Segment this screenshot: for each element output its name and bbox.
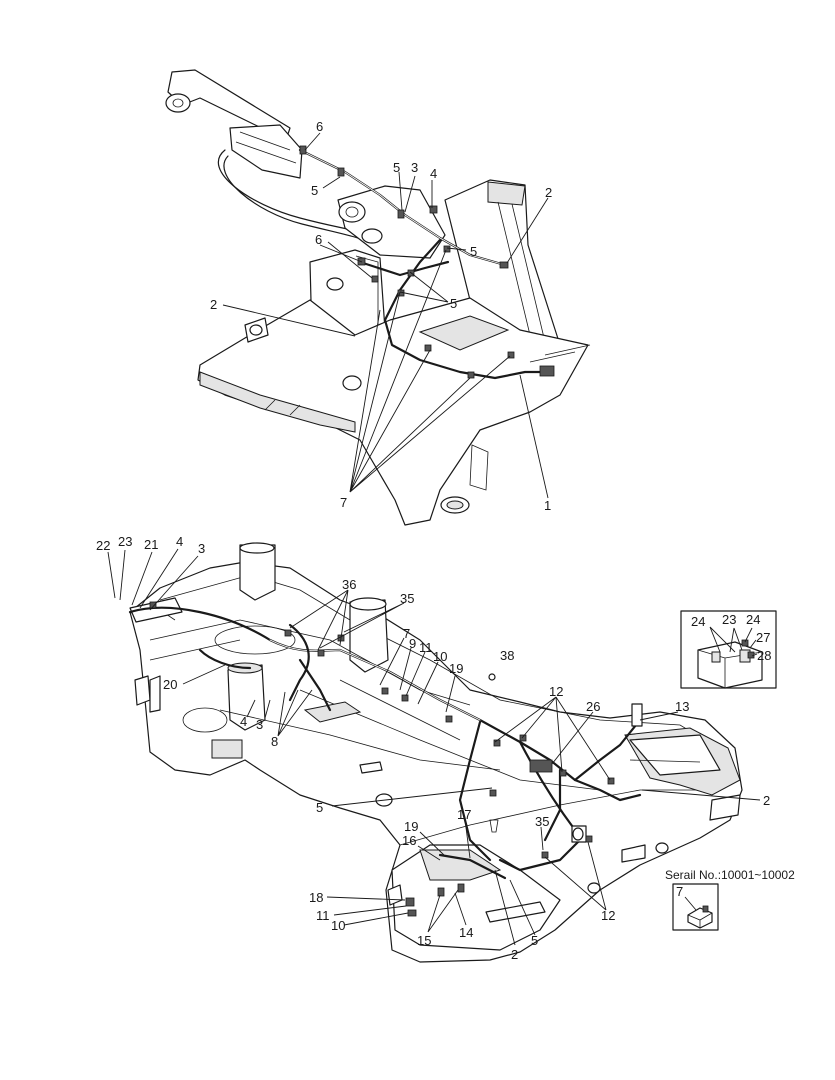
callout-15: 15 xyxy=(417,933,431,948)
lamp-13 xyxy=(631,703,643,727)
callout-18: 18 xyxy=(309,890,323,905)
detail-box-relay: 24 23 24 27 28 xyxy=(680,610,777,689)
boom-pin-eye xyxy=(165,93,191,113)
detail-box-serial: Serail No.:10001~10002 7 xyxy=(665,868,795,931)
swing-circle xyxy=(214,625,296,655)
post-center xyxy=(349,599,389,673)
callout-19a: 19 xyxy=(449,661,463,676)
callout-26: 26 xyxy=(586,699,600,714)
clip-part xyxy=(687,907,713,929)
connector-1 xyxy=(539,365,555,377)
callout-2b: 2 xyxy=(210,297,217,312)
callout-35b: 35 xyxy=(535,814,549,829)
detail-label-7: 7 xyxy=(676,884,683,899)
boom-arm xyxy=(167,69,291,141)
callout-1: 1 xyxy=(544,498,551,513)
callout-4b: 4 xyxy=(240,714,247,729)
callout-5e: 5 xyxy=(316,800,323,815)
callout-2c: 2 xyxy=(763,793,770,808)
callout-14: 14 xyxy=(459,925,473,940)
callout-4a: 4 xyxy=(430,166,437,181)
callout-10a: 10 xyxy=(433,649,447,664)
callout-11a: 11 xyxy=(419,640,433,655)
callout-8: 8 xyxy=(271,734,278,749)
boom-cylinder xyxy=(229,124,303,179)
callout-16: 16 xyxy=(402,833,416,848)
detail-box-1-frame xyxy=(680,610,777,689)
callout-20: 20 xyxy=(163,677,177,692)
callout-5a: 5 xyxy=(311,183,318,198)
fitting-38 xyxy=(488,673,496,681)
callout-5b: 5 xyxy=(393,160,400,175)
callout-19b: 19 xyxy=(404,819,418,834)
detail-label-23: 23 xyxy=(722,612,736,627)
callout-21: 21 xyxy=(144,537,158,552)
relay-box xyxy=(529,759,553,773)
callout-5c: 5 xyxy=(470,244,477,259)
callout-3a: 3 xyxy=(198,541,205,556)
callout-5d: 5 xyxy=(450,296,457,311)
base-slot xyxy=(418,315,510,351)
detail-label-24b: 24 xyxy=(746,612,760,627)
detail-box-2-frame xyxy=(672,883,719,931)
callout-12b: 12 xyxy=(601,908,615,923)
callout-3b: 3 xyxy=(256,717,263,732)
lower-leaders xyxy=(107,548,761,946)
callout-2a: 2 xyxy=(545,185,552,200)
detail-label-24a: 24 xyxy=(691,614,705,629)
serial-number-text: Serail No.:10001~10002 xyxy=(665,868,795,882)
callout-5f: 5 xyxy=(531,933,538,948)
callout-22: 22 xyxy=(96,538,110,553)
lower-assembly: 22 23 21 4 3 36 35 7 9 11 10 19 38 20 4 … xyxy=(96,534,770,963)
callout-6a: 6 xyxy=(316,119,323,134)
callout-38: 38 xyxy=(500,648,514,663)
callout-7: 7 xyxy=(340,495,347,510)
callout-2d: 2 xyxy=(511,947,518,962)
callout-6b: 6 xyxy=(315,232,322,247)
callout-35a: 35 xyxy=(400,591,414,606)
callout-11b: 11 xyxy=(316,908,330,923)
callout-23: 23 xyxy=(118,534,132,549)
callout-4a: 4 xyxy=(176,534,183,549)
callout-10b: 10 xyxy=(331,918,345,933)
lower-callouts: 22 23 21 4 3 36 35 7 9 11 10 19 38 20 4 … xyxy=(96,534,770,962)
detail-label-27: 27 xyxy=(756,630,770,645)
callout-36: 36 xyxy=(342,577,356,592)
detail-label-28: 28 xyxy=(757,648,771,663)
callout-17: 17 xyxy=(457,807,471,822)
upper-leaders xyxy=(222,132,549,499)
callout-12a: 12 xyxy=(549,684,563,699)
callout-9: 9 xyxy=(409,636,416,651)
upper-assembly: 6 5 3 4 5 2 6 5 5 2 7 1 xyxy=(165,69,591,526)
upper-callouts: 6 5 3 4 5 2 6 5 5 2 7 1 xyxy=(210,119,552,513)
callout-3a: 3 xyxy=(411,160,418,175)
callout-13: 13 xyxy=(675,699,689,714)
hydraulic-hose xyxy=(217,149,361,233)
callout-7b: 7 xyxy=(403,626,410,641)
